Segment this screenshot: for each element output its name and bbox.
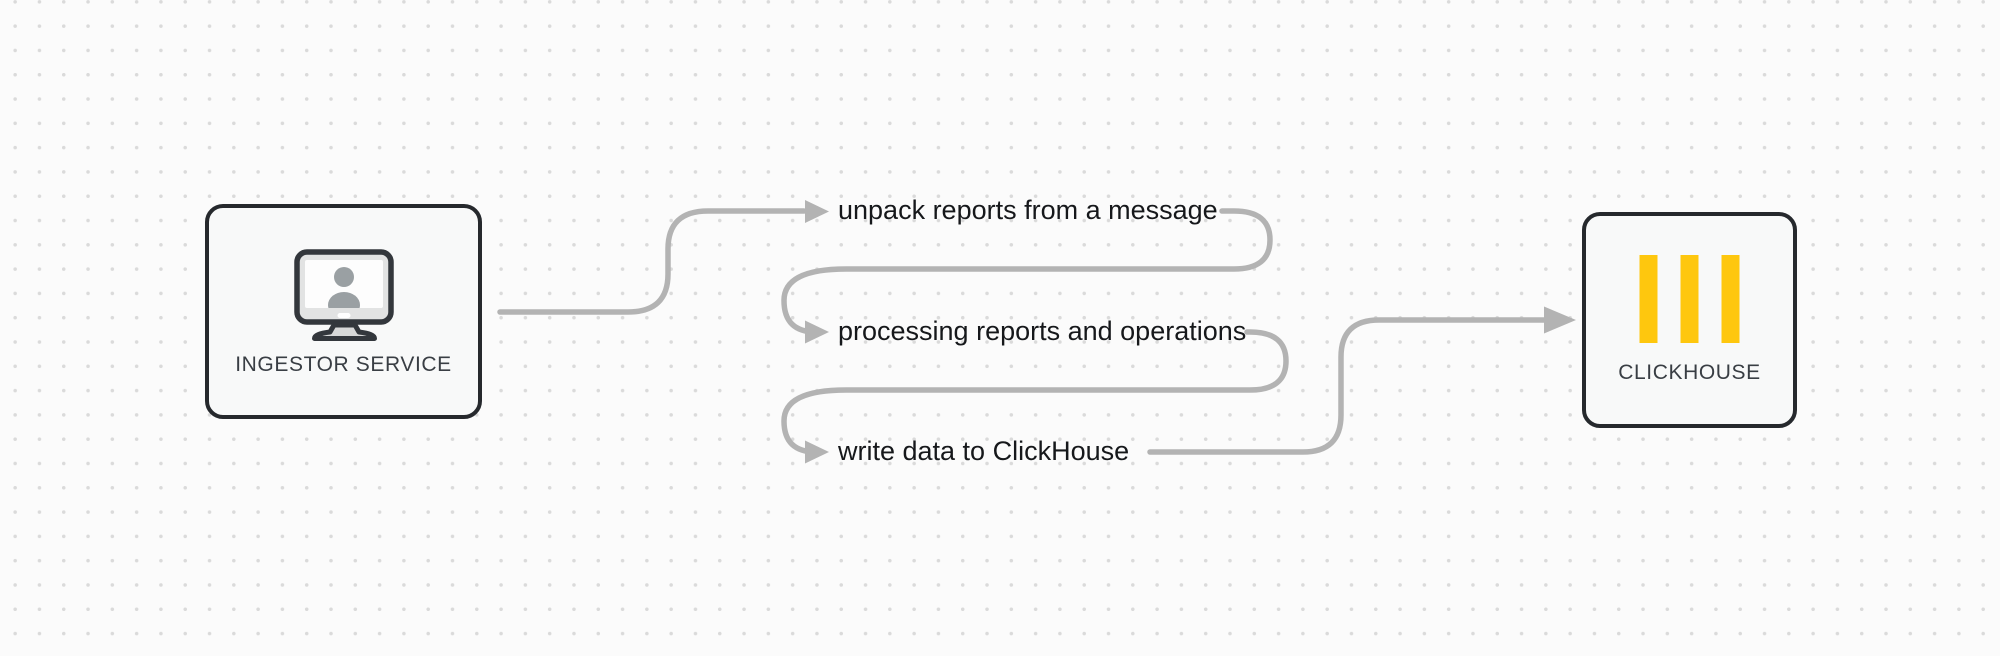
connector-step-1-to-step-2 xyxy=(781,208,1273,335)
node-ingestor-service: INGESTOR SERVICE xyxy=(205,204,482,419)
clickhouse-bars-icon xyxy=(1639,255,1740,343)
arrowhead-step-2-icon xyxy=(805,320,829,344)
arrowhead-step-1-icon xyxy=(805,200,829,223)
clickhouse-label: CLICKHOUSE xyxy=(1618,361,1761,384)
ingestor-service-label: INGESTOR SERVICE xyxy=(235,352,452,376)
connector-step-3-to-clickhouse xyxy=(1147,317,1548,455)
connector-ingestor-to-step-1 xyxy=(497,208,807,315)
step-label-processing-reports: processing reports and operations xyxy=(838,316,1247,346)
arrowhead-clickhouse-icon xyxy=(1544,306,1576,334)
arrowhead-step-3-icon xyxy=(805,440,829,464)
connector-step-2-to-step-3 xyxy=(781,329,1289,455)
step-label-unpack-reports: unpack reports from a message xyxy=(838,195,1218,225)
node-clickhouse: CLICKHOUSE xyxy=(1582,212,1797,428)
user-monitor-icon xyxy=(293,248,394,341)
step-label-write-data: write data to ClickHouse xyxy=(838,436,1130,466)
